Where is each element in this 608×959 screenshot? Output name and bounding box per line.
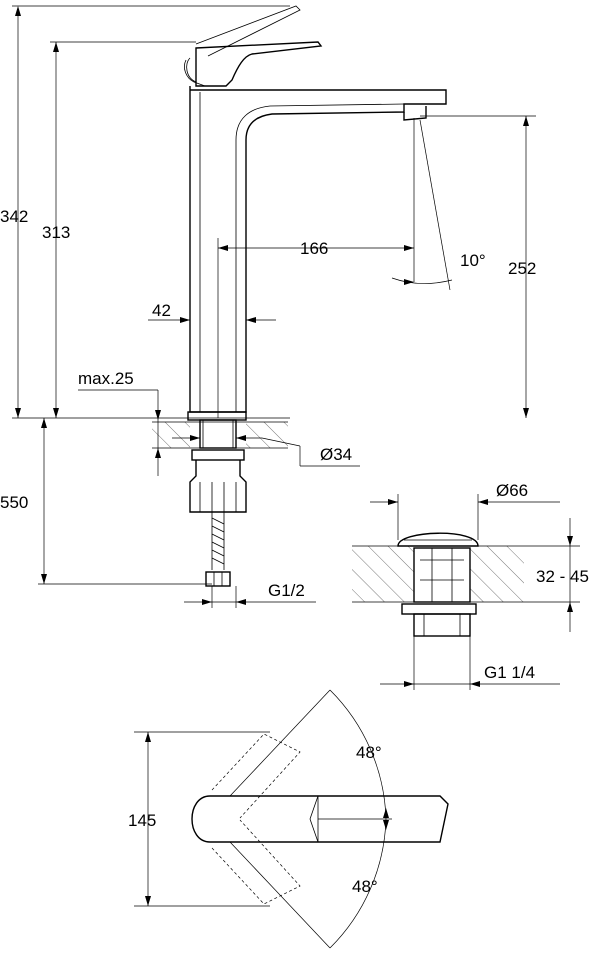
deck-section <box>152 419 288 449</box>
faucet-side-view <box>184 5 447 421</box>
label-hole-diameter: Ø34 <box>320 445 352 464</box>
label-body-diameter: 42 <box>152 301 171 320</box>
lever-cap <box>186 57 197 83</box>
waste-nut <box>401 603 477 615</box>
faucet-dimensions <box>12 5 536 608</box>
hose-nut <box>205 571 231 587</box>
label-total-height: 342 <box>0 207 28 226</box>
aerator <box>403 106 427 121</box>
body-inner-curve <box>235 103 405 412</box>
label-deck-range: 32 - 45 <box>536 567 589 586</box>
base-collar <box>187 411 247 421</box>
waste-cap <box>397 532 479 547</box>
label-handle-depth: 145 <box>128 811 156 830</box>
label-waste-diameter: Ø66 <box>496 481 528 500</box>
label-spray-angle: 10° <box>460 251 486 270</box>
waste-thread <box>413 613 471 637</box>
label-waste-thread: G1 1/4 <box>484 663 535 682</box>
waste-dimensions <box>370 494 580 690</box>
label-hose-length: 550 <box>0 493 28 512</box>
handle-top-view <box>134 689 449 949</box>
label-hose-thread: G1/2 <box>268 581 305 600</box>
label-handle-angle-bottom: 48° <box>352 877 378 896</box>
label-spout-height: 252 <box>508 259 536 278</box>
handle-body <box>191 795 449 843</box>
shank <box>199 419 237 449</box>
hose <box>211 512 225 570</box>
label-handle-angle-top: 48° <box>356 743 382 762</box>
waste-body <box>413 547 471 603</box>
waste-valve <box>352 532 524 637</box>
handle-rotated-up <box>211 733 301 819</box>
handle-rotated-down <box>211 819 301 905</box>
label-body-height: 313 <box>42 223 70 242</box>
washer <box>191 449 245 461</box>
mounting-assembly <box>189 449 247 587</box>
lever-handle <box>195 41 323 87</box>
label-max-deck: max.25 <box>78 369 134 388</box>
dimension-labels: 342 313 166 10° 252 42 max.25 Ø34 550 G1… <box>0 207 589 896</box>
label-spout-reach: 166 <box>300 239 328 258</box>
lever-open-cap <box>184 59 206 87</box>
fixing-nut <box>189 460 247 513</box>
lever-open-outline <box>195 5 301 57</box>
